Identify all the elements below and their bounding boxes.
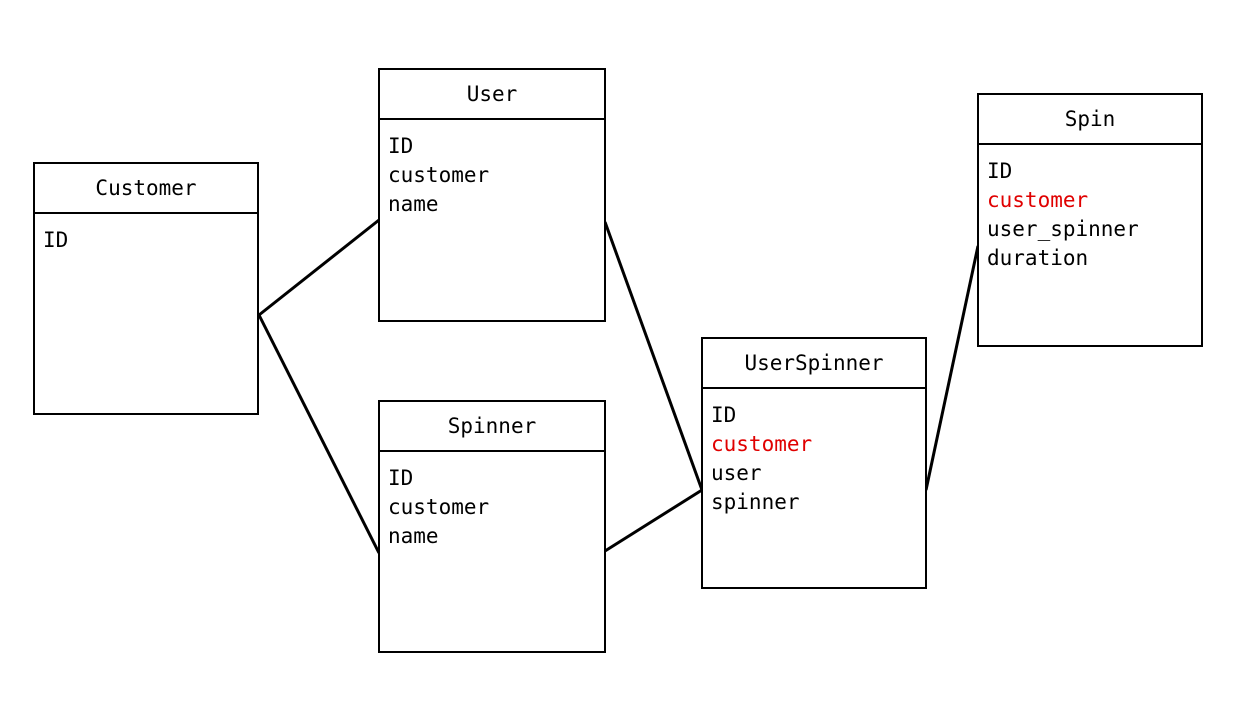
entity-field: user [711, 461, 762, 485]
entity-field: user_spinner [987, 217, 1139, 241]
entity-title: Spinner [380, 402, 604, 452]
connector-user-userspinner [603, 221, 704, 491]
connector-customer-user [258, 218, 380, 317]
entity-field: customer [388, 495, 490, 519]
entity-field-list: ID customer name [380, 120, 604, 219]
entity-field: duration [987, 246, 1089, 270]
entity-title: Customer [35, 164, 257, 214]
entity-title: Spin [979, 95, 1201, 145]
connector-customer-spinner [257, 314, 381, 554]
entity-field: name [388, 524, 439, 548]
entity-field: customer [388, 163, 490, 187]
entity-spin: Spin ID customer user_spinner duration [977, 93, 1203, 347]
entity-field-list: ID customer user_spinner duration [979, 145, 1201, 273]
entity-field: ID [388, 466, 414, 490]
entity-title: User [380, 70, 604, 120]
entity-spinner: Spinner ID customer name [378, 400, 606, 653]
entity-field: ID [987, 159, 1013, 183]
entity-field-list: ID [35, 214, 257, 255]
connector-spinner-userspinner [604, 488, 703, 553]
entity-field: ID [711, 403, 737, 427]
entity-field: customer [987, 188, 1089, 212]
entity-customer: Customer ID [33, 162, 259, 415]
entity-field-list: ID customer name [380, 452, 604, 551]
entity-field: ID [43, 228, 69, 252]
entity-field-list: ID customer user spinner [703, 389, 925, 517]
entity-field: name [388, 192, 439, 216]
entity-user: User ID customer name [378, 68, 606, 322]
entity-field: spinner [711, 490, 800, 514]
entity-title: UserSpinner [703, 339, 925, 389]
entity-userspinner: UserSpinner ID customer user spinner [701, 337, 927, 589]
entity-field: ID [388, 134, 414, 158]
entity-field: customer [711, 432, 813, 456]
connector-userspinner-spin [924, 245, 980, 491]
